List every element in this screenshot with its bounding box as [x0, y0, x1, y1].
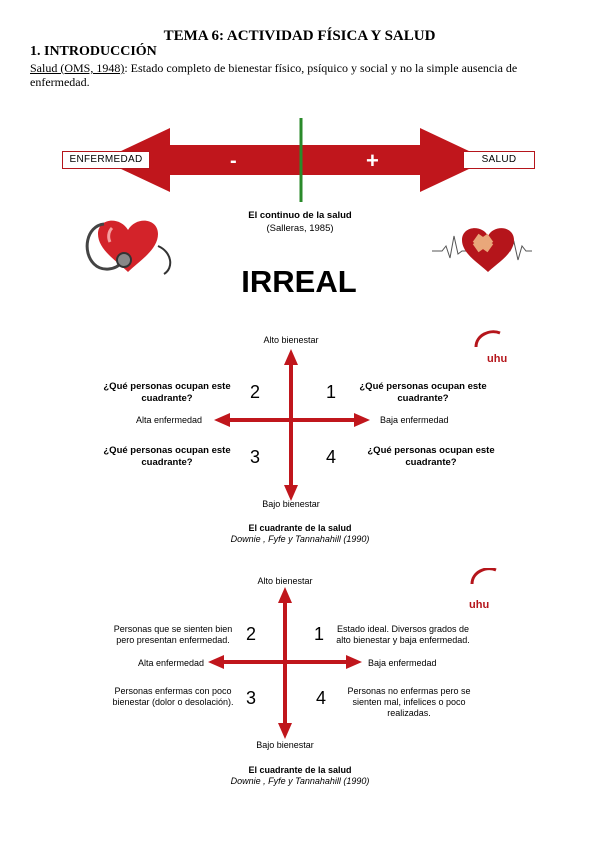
- label-baja-enfermedad: Baja enfermedad: [368, 658, 437, 668]
- question-q3: ¿Qué personas ocupan este cuadrante?: [103, 445, 231, 468]
- double-arrow-graphic: [102, 118, 488, 202]
- uhu-logo: uhu: [487, 353, 508, 365]
- quadrant-number-2: 2: [246, 624, 257, 644]
- answer-q3: Personas enfermas con poco bienestar (do…: [112, 686, 234, 707]
- quadrant-number-2: 2: [250, 382, 261, 402]
- answer-q1: Estado ideal. Diversos grados de alto bi…: [336, 624, 470, 645]
- quadrant-number-3: 3: [246, 688, 257, 708]
- quadrant-axes: [208, 568, 497, 739]
- question-q2: ¿Qué personas ocupan este cuadrante?: [103, 381, 231, 404]
- minus-sign: -: [230, 150, 237, 172]
- continuum-caption-source: (Salleras, 1985): [266, 223, 334, 234]
- quadrant-number-4: 4: [326, 447, 337, 467]
- label-baja-enfermedad: Baja enfermedad: [380, 415, 449, 425]
- plus-sign: +: [366, 148, 379, 173]
- quadrant-caption-title: El cuadrante de la salud: [248, 765, 352, 775]
- health-continuum-figure: ENFERMEDAD SALUD - + El continuo de la s…: [60, 108, 538, 303]
- definition-paragraph: Salud (OMS, 1948): Estado completo de bi…: [30, 61, 570, 89]
- health-quadrant-answers-figure: uhu Alto bienestar Bajo bienestar Alta e…: [98, 568, 502, 793]
- salud-box: SALUD: [463, 151, 535, 169]
- uhu-logo: uhu: [469, 599, 490, 611]
- quadrant-number-1: 1: [326, 382, 337, 402]
- bandaged-heart-icon: [432, 228, 532, 272]
- enfermedad-box: ENFERMEDAD: [62, 151, 150, 169]
- quadrant-number-4: 4: [316, 688, 327, 708]
- answer-q2: Personas que se sienten bien pero presen…: [113, 624, 233, 645]
- question-q4: ¿Qué personas ocupan este cuadrante?: [367, 445, 495, 468]
- quadrant-caption-title: El cuadrante de la salud: [248, 523, 352, 533]
- question-q1: ¿Qué personas ocupan este cuadrante?: [359, 381, 487, 404]
- document-title: TEMA 6: ACTIVIDAD FÍSICA Y SALUD: [163, 28, 436, 44]
- label-alta-enfermedad: Alta enfermedad: [138, 658, 205, 668]
- label-bajo-bienestar: Bajo bienestar: [256, 740, 314, 750]
- health-quadrant-questions-figure: uhu Alto bienestar Bajo bienestar Alta e…: [98, 325, 507, 550]
- answer-q4: Personas no enfermas pero se sienten mal…: [347, 686, 471, 718]
- quadrant-number-1: 1: [314, 624, 325, 644]
- label-alto-bienestar: Alto bienestar: [263, 335, 319, 345]
- section-heading: 1. INTRODUCCIÓN: [30, 44, 157, 59]
- definition-source: Salud (OMS, 1948): [30, 61, 125, 75]
- label-bajo-bienestar: Bajo bienestar: [262, 499, 320, 509]
- quadrant-number-3: 3: [250, 447, 261, 467]
- quadrant-caption-source: Downie , Fyfe y Tannahahill (1990): [230, 534, 370, 544]
- definition-text: : Estado completo de bienestar físico, p…: [30, 61, 518, 89]
- continuum-caption-title: El continuo de la salud: [248, 210, 352, 221]
- label-alta-enfermedad: Alta enfermedad: [136, 415, 203, 425]
- quadrant-axes: [214, 330, 501, 501]
- stethoscope-heart-icon: [85, 220, 172, 275]
- quadrant-caption-source: Downie , Fyfe y Tannahahill (1990): [230, 776, 370, 786]
- irreal-stamp: IRREAL: [241, 264, 357, 299]
- label-alto-bienestar: Alto bienestar: [257, 576, 313, 586]
